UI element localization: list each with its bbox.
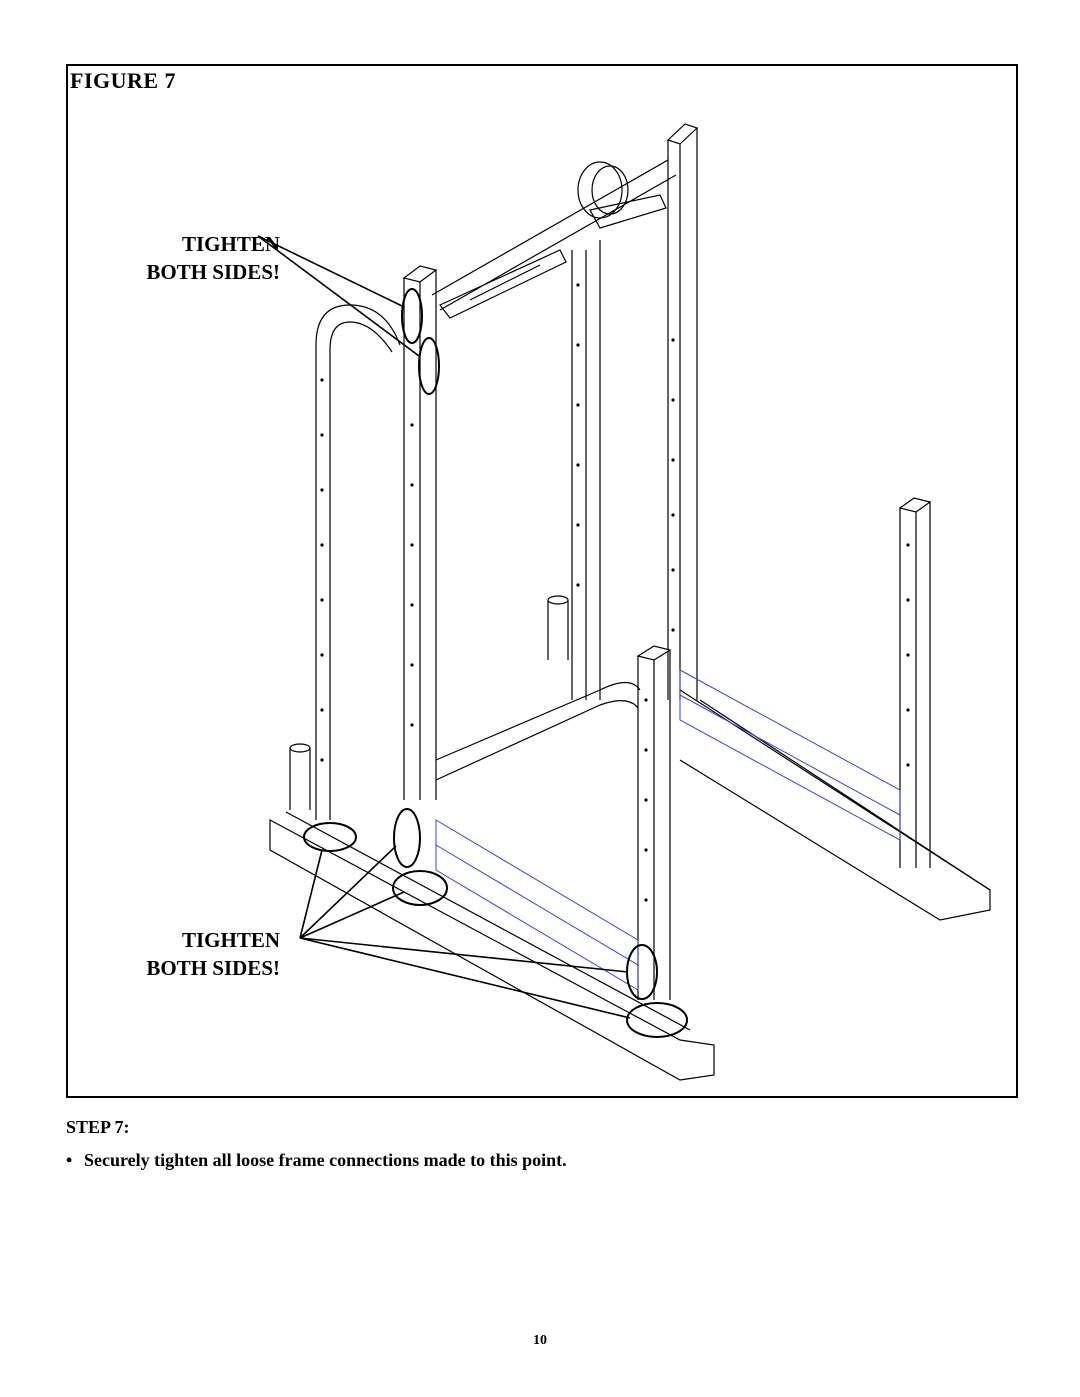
callout-bottom-line-2: BOTH SIDES! [146,956,280,980]
callout-top: TIGHTEN BOTH SIDES! [100,230,280,286]
figure-label: FIGURE 7 [70,68,177,93]
callout-top-line-1: TIGHTEN [181,232,280,256]
callout-bottom-line-1: TIGHTEN [181,928,280,952]
callout-top-line-2: BOTH SIDES! [146,260,280,284]
step-instruction-text: Securely tighten all loose frame connect… [84,1150,567,1170]
step-instruction: • Securely tighten all loose frame connec… [66,1150,567,1171]
page-number: 10 [533,1333,547,1348]
step-heading: STEP 7: [66,1117,130,1137]
bullet-icon: • [66,1150,73,1170]
callout-bottom: TIGHTEN BOTH SIDES! [100,926,280,982]
figure-frame [66,64,1018,1098]
